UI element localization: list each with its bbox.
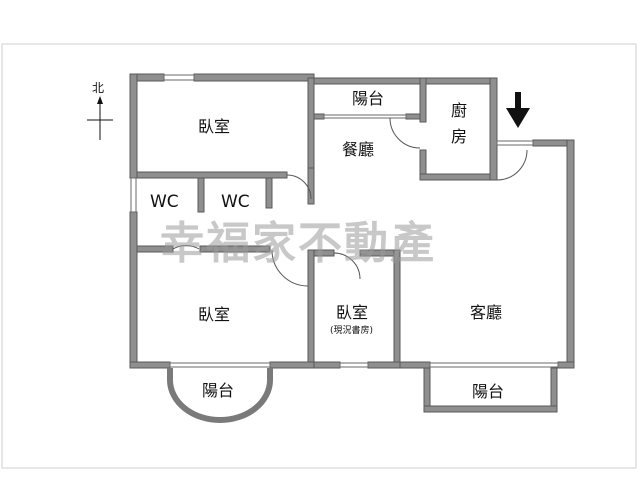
windows	[130, 74, 559, 368]
room-label-balcony-bottom-right: 陽台	[472, 382, 504, 401]
room-label-bedroom-middle: 臥室	[336, 303, 368, 322]
room-note-study: (現況書房)	[330, 324, 373, 336]
north-arrow-icon	[97, 96, 103, 104]
room-label-kitchen-1: 廚	[451, 101, 467, 120]
entrance-arrow-icon	[506, 92, 530, 128]
doors	[172, 117, 528, 287]
north-label: 北	[92, 81, 104, 95]
room-label-dining: 餐廳	[342, 140, 374, 159]
room-label-balcony-top: 陽台	[352, 89, 384, 108]
room-label-living: 客廳	[470, 303, 502, 322]
room-label-wc-right: WC	[221, 192, 250, 212]
north-compass: 北	[87, 81, 113, 140]
room-label-bedroom-bottom-left: 臥室	[198, 305, 230, 324]
room-label-kitchen-2: 房	[451, 127, 467, 146]
watermark: 幸福家不動產	[160, 218, 436, 269]
room-label-wc-left: WC	[150, 192, 179, 212]
room-label-bedroom-top-left: 臥室	[198, 117, 230, 136]
curved-balcony-wall	[167, 368, 273, 423]
room-label-balcony-bottom-left: 陽台	[202, 381, 234, 400]
